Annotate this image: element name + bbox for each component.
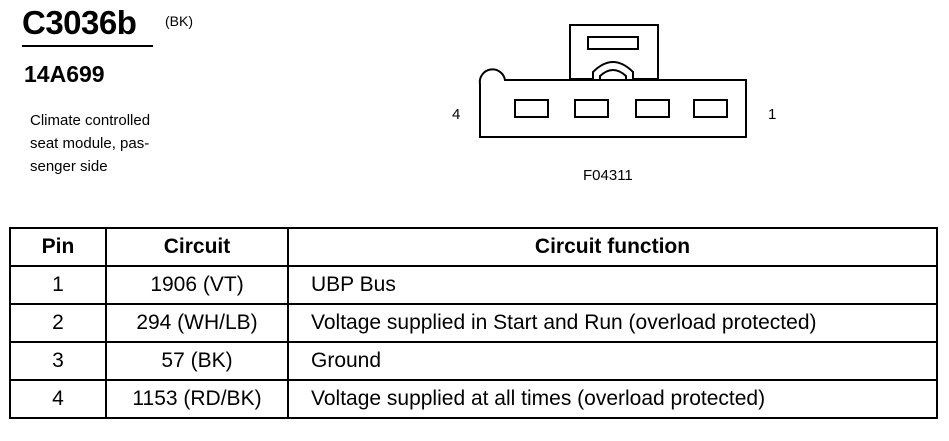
part-number: 14A699	[24, 61, 105, 87]
pin-cell: 3	[9, 341, 107, 381]
latch-tab	[592, 61, 634, 81]
connector-id: C3036b	[22, 4, 137, 41]
description-line: seat module, pas-	[30, 135, 150, 152]
connector-body	[478, 68, 747, 138]
pin-cell: 4	[9, 379, 107, 419]
latch-slot	[587, 36, 639, 50]
table-row: 1 1906 (VT) UBP Bus	[9, 265, 938, 305]
table-row: 2 294 (WH/LB) Voltage supplied in Start …	[9, 303, 938, 343]
circuit-cell: 1153 (RD/BK)	[105, 379, 289, 419]
function-cell: Voltage supplied in Start and Run (overl…	[287, 303, 938, 343]
table-header-row: Pin Circuit Circuit function	[9, 227, 938, 267]
cavity-3	[574, 99, 609, 118]
description-line: senger side	[30, 158, 108, 175]
color-code: (BK)	[165, 13, 193, 29]
right-pin-label: 1	[768, 106, 776, 123]
table-row: 3 57 (BK) Ground	[9, 341, 938, 381]
circuit-cell: 57 (BK)	[105, 341, 289, 381]
header-pin: Pin	[9, 227, 107, 267]
circuit-cell: 1906 (VT)	[105, 265, 289, 305]
pin-cell: 1	[9, 265, 107, 305]
table-row: 4 1153 (RD/BK) Voltage supplied at all t…	[9, 379, 938, 419]
title-underline	[22, 45, 153, 47]
description-line: Climate controlled	[30, 112, 151, 129]
left-pin-label: 4	[452, 106, 460, 123]
cavity-2	[635, 99, 670, 118]
figure-code: F04311	[583, 167, 633, 184]
header-circuit-function: Circuit function	[287, 227, 938, 267]
circuit-cell: 294 (WH/LB)	[105, 303, 289, 343]
description: Climate controlled seat module, pas- sen…	[30, 109, 200, 178]
cavity-4	[514, 99, 549, 118]
function-cell: Voltage supplied at all times (overload …	[287, 379, 938, 419]
cavity-1	[693, 99, 728, 118]
pin-cell: 2	[9, 303, 107, 343]
function-cell: Ground	[287, 341, 938, 381]
pin-table: Pin Circuit Circuit function 1 1906 (VT)…	[9, 227, 938, 419]
function-cell: UBP Bus	[287, 265, 938, 305]
header-circuit: Circuit	[105, 227, 289, 267]
